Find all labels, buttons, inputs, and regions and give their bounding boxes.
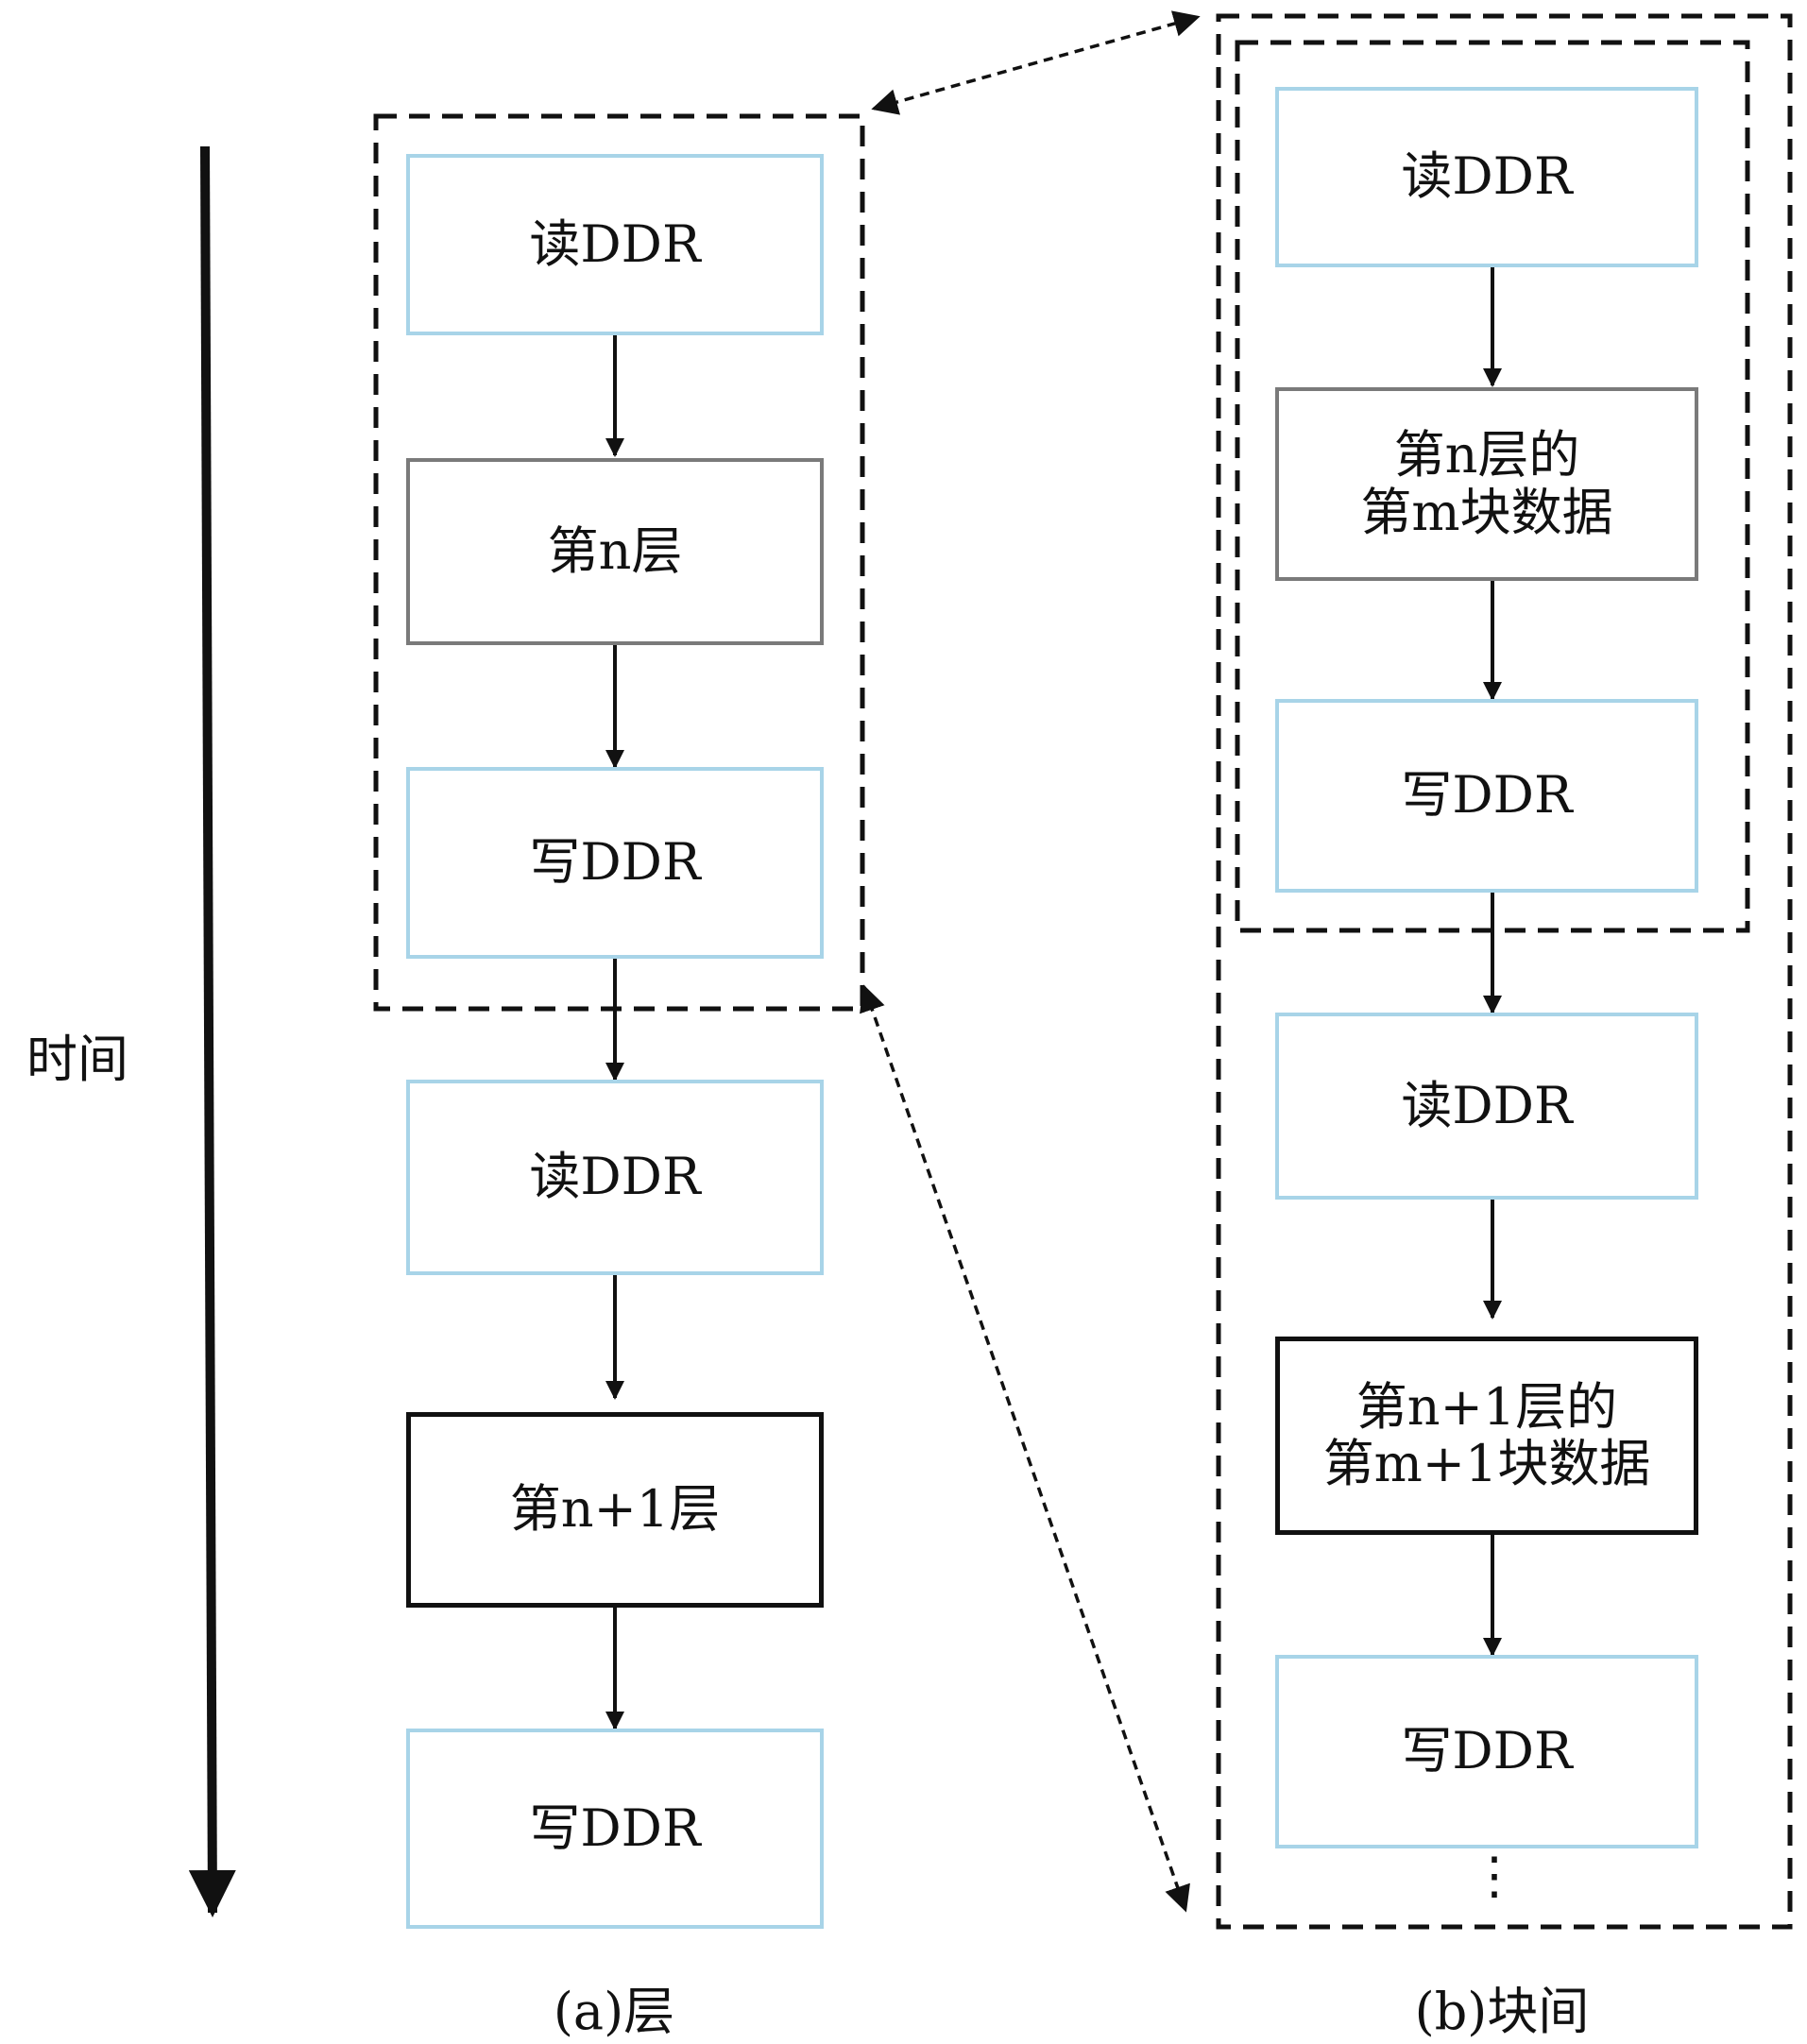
node-label: 第n+1层的 第m+1块数据 [1322,1376,1651,1493]
node-a-write-ddr-2: 写DDR [406,1729,824,1929]
node-b-write-ddr-1: 写DDR [1275,699,1698,893]
node-b-layer-n-plus-1-block-m-plus-1: 第n+1层的 第m+1块数据 [1275,1337,1698,1535]
time-axis-arrow [188,145,236,1917]
node-label: 第n层的 第m块数据 [1360,425,1613,542]
node-b-write-ddr-2: 写DDR [1275,1655,1698,1848]
node-label: 写DDR [529,1797,701,1858]
node-b-layer-n-block-m: 第n层的 第m块数据 [1275,387,1698,581]
caption-a: (a)层 [553,1982,675,2041]
time-axis-label: 时间 [26,1030,128,1089]
continuation-dots: ⋮ [1469,1846,1520,1905]
node-label: 读DDR [1401,146,1573,207]
group-b-outer-dashed-frame [1216,13,1793,1930]
node-label: 第n层 [547,520,683,581]
node-label: 写DDR [1401,765,1573,826]
node-a-layer-n-plus-1: 第n+1层 [406,1412,824,1608]
node-label: 写DDR [529,832,701,893]
node-label: 写DDR [1401,1721,1573,1781]
node-a-write-ddr-1: 写DDR [406,767,824,959]
node-label: 读DDR [1401,1075,1573,1135]
caption-b: (b)块间 [1414,1982,1590,2041]
node-label: 读DDR [529,213,701,274]
zoom-connector-top [871,10,1201,115]
node-a-layer-n: 第n层 [406,458,824,645]
node-a-read-ddr-1: 读DDR [406,154,824,335]
node-label: 第n+1层 [509,1479,721,1540]
node-b-read-ddr-2: 读DDR [1275,1013,1698,1200]
zoom-connector-bottom [860,984,1190,1913]
group-a-dashed-frame [373,113,865,1012]
node-b-read-ddr-1: 读DDR [1275,87,1698,267]
node-a-read-ddr-2: 读DDR [406,1080,824,1275]
node-label: 读DDR [529,1147,701,1207]
